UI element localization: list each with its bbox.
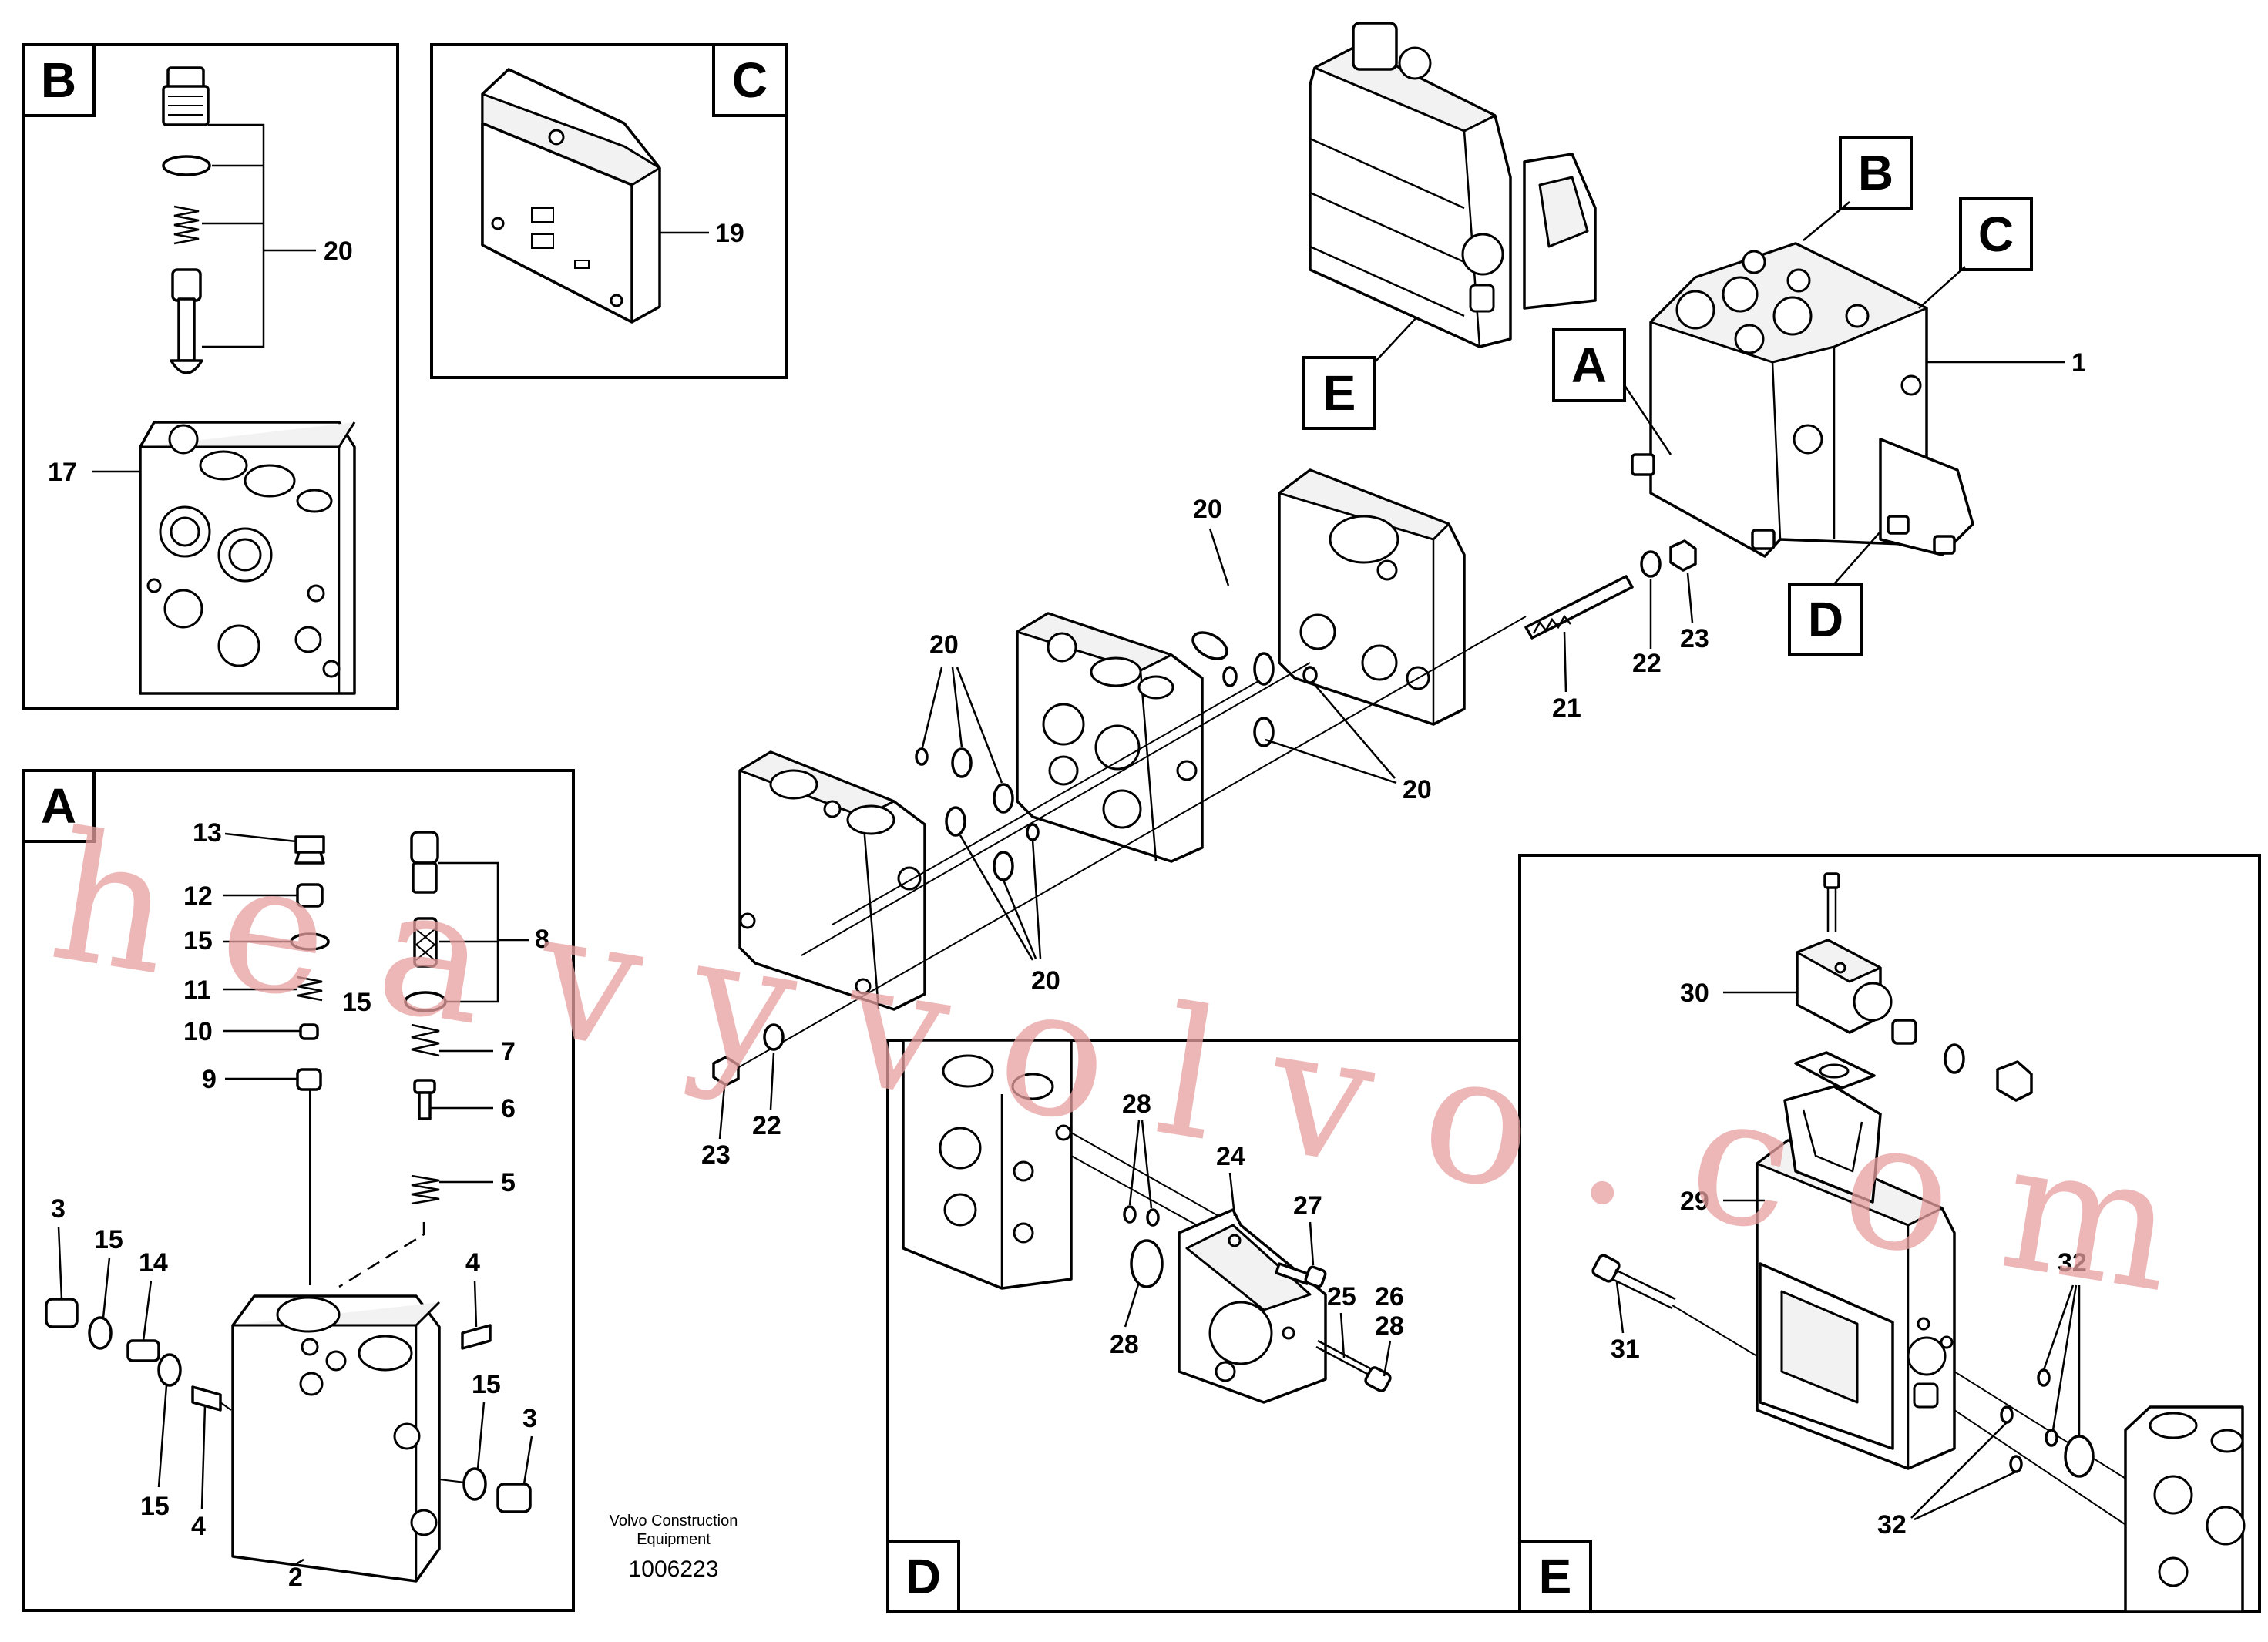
label-10: 10 bbox=[183, 1017, 213, 1046]
label-30: 30 bbox=[1680, 979, 1709, 1008]
callout-b: B bbox=[41, 52, 76, 108]
label-20-b: 20 bbox=[324, 237, 353, 266]
detail-frame-e: E bbox=[1518, 854, 2261, 1613]
drawing-footer: Volvo Construction Equipment 1006223 bbox=[610, 1513, 738, 1582]
label-26: 26 bbox=[1375, 1282, 1404, 1311]
valve-section-front bbox=[738, 750, 926, 1011]
detail-frame-b: B bbox=[22, 43, 399, 710]
label-3-right: 3 bbox=[522, 1404, 537, 1433]
valve-section-rear bbox=[1278, 468, 1466, 726]
detail-a-parts bbox=[45, 831, 532, 1583]
label-20-left: 20 bbox=[929, 630, 959, 660]
label-22-left: 22 bbox=[752, 1111, 781, 1140]
label-23-right: 23 bbox=[1680, 624, 1709, 653]
label-3-left: 3 bbox=[51, 1194, 66, 1224]
label-9: 9 bbox=[202, 1065, 217, 1094]
detail-d-parts: 28 24 27 25 26 28 28 bbox=[902, 1039, 1404, 1404]
label-23-left: 23 bbox=[701, 1140, 731, 1170]
label-11: 11 bbox=[183, 975, 211, 1005]
label-15-a3: 15 bbox=[94, 1225, 123, 1254]
label-12: 12 bbox=[183, 881, 213, 911]
label-6: 6 bbox=[501, 1094, 516, 1123]
label-21: 21 bbox=[1552, 693, 1581, 723]
main-valve-assembly: 1 bbox=[1631, 242, 2086, 558]
callout-a-main: A bbox=[1571, 337, 1607, 393]
main-callouts: A B C D E bbox=[1302, 136, 2033, 656]
label-32-top: 32 bbox=[2058, 1248, 2087, 1278]
label-28-top: 28 bbox=[1122, 1090, 1151, 1119]
label-28-bottom: 28 bbox=[1110, 1330, 1139, 1359]
watermark-text: heavyvolvo.com bbox=[39, 794, 2188, 1333]
label-15-a1: 15 bbox=[183, 926, 213, 955]
label-19: 19 bbox=[715, 219, 744, 248]
detail-e-parts: 30 29 31 32 32 bbox=[1591, 872, 2246, 1613]
label-15-a4: 15 bbox=[140, 1492, 170, 1521]
label-29: 29 bbox=[1680, 1187, 1709, 1216]
label-8: 8 bbox=[535, 925, 549, 954]
label-4-right: 4 bbox=[465, 1248, 480, 1278]
detail-a-labels: 13 12 15 11 10 9 8 15 7 6 5 4 3 15 14 15… bbox=[51, 818, 549, 1592]
callout-e-main: E bbox=[1323, 365, 1356, 421]
footer-company-line1: Volvo Construction bbox=[610, 1513, 738, 1530]
top-solenoid bbox=[1309, 22, 1597, 348]
label-15-a2: 15 bbox=[342, 988, 371, 1017]
detail-frame-a: A bbox=[22, 769, 575, 1612]
label-13: 13 bbox=[193, 818, 222, 848]
label-15-a5: 15 bbox=[472, 1370, 501, 1399]
label-7: 7 bbox=[501, 1037, 516, 1066]
tie-rod-assembly bbox=[712, 539, 1697, 1086]
label-24: 24 bbox=[1216, 1142, 1245, 1171]
callout-a: A bbox=[41, 778, 76, 834]
drawing-number: 1006223 bbox=[629, 1556, 719, 1582]
detail-frame-c: C bbox=[430, 43, 788, 379]
label-20-right: 20 bbox=[1403, 775, 1432, 804]
label-4-left: 4 bbox=[191, 1512, 206, 1541]
callout-b-main: B bbox=[1858, 145, 1893, 200]
label-14: 14 bbox=[139, 1248, 168, 1278]
label-17: 17 bbox=[48, 458, 77, 487]
callout-c: C bbox=[732, 52, 768, 108]
label-27: 27 bbox=[1293, 1191, 1322, 1221]
label-22-right: 22 bbox=[1632, 649, 1662, 678]
detail-b-parts: 20 17 bbox=[48, 66, 356, 695]
label-5: 5 bbox=[501, 1168, 516, 1197]
callout-c-main: C bbox=[1978, 207, 2014, 262]
label-20-bottom: 20 bbox=[1031, 966, 1060, 996]
label-1: 1 bbox=[2071, 348, 2086, 378]
detail-c-parts: 19 bbox=[481, 68, 744, 324]
callout-d: D bbox=[906, 1549, 941, 1604]
label-25: 25 bbox=[1327, 1282, 1356, 1311]
label-31: 31 bbox=[1611, 1335, 1640, 1364]
label-2: 2 bbox=[288, 1563, 303, 1592]
label-32-bottom: 32 bbox=[1877, 1510, 1907, 1540]
callout-e: E bbox=[1539, 1549, 1572, 1604]
stack-labels: 20 20 20 20 21 22 23 22 23 bbox=[701, 495, 1709, 1170]
footer-company-line2: Equipment bbox=[637, 1531, 711, 1548]
callout-d-main: D bbox=[1808, 592, 1843, 647]
label-20-top: 20 bbox=[1193, 495, 1222, 524]
valve-section-middle bbox=[1016, 612, 1204, 863]
label-28-right: 28 bbox=[1375, 1311, 1404, 1341]
